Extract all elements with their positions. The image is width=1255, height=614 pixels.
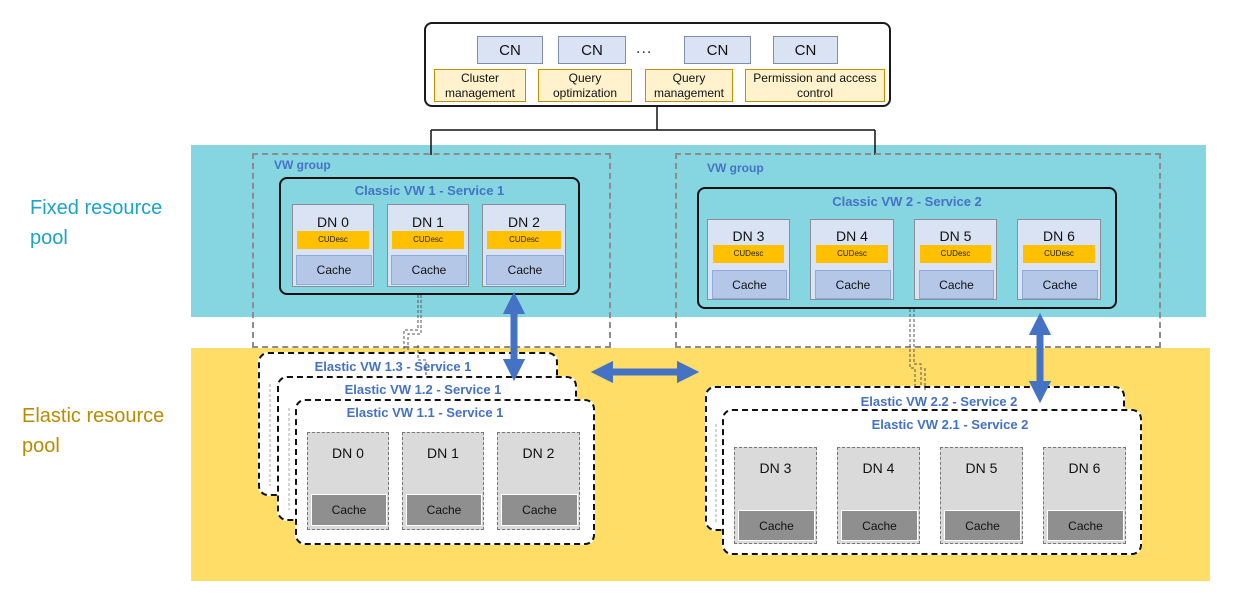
- dn-label: DN 2: [522, 445, 555, 461]
- cache-block: Cache: [919, 270, 994, 299]
- cn-node: CN: [773, 36, 838, 64]
- classic-dn-node: DN 5 CUDesc Cache: [914, 219, 997, 300]
- stack-edges: [269, 384, 717, 522]
- elastic-pool-label: Elastic resource pool: [22, 405, 165, 457]
- elastic-dn-node: DN 4 Cache: [837, 447, 920, 544]
- elastic-dn-node: DN 0 Cache: [307, 432, 389, 530]
- dn-label: DN 4: [836, 228, 868, 244]
- classic-dn-node: DN 6 CUDesc Cache: [1017, 219, 1101, 300]
- vw-group-left: [252, 153, 611, 348]
- elastic-dn-node: DN 5 Cache: [940, 447, 1023, 544]
- cache-block: Cache: [501, 494, 578, 526]
- elastic-dn-node: DN 2 Cache: [497, 432, 580, 530]
- dn-label: DN 3: [732, 228, 765, 244]
- function-permission-access-control: Permission and access control: [745, 69, 885, 102]
- elastic-dn-node: DN 3 Cache: [734, 447, 817, 544]
- fixed-pool-label: Fixed resource pool: [30, 197, 163, 249]
- cache-block: Cache: [815, 270, 891, 299]
- cache-block: Cache: [391, 255, 467, 285]
- classic-dn-node: DN 1 CUDesc Cache: [387, 204, 469, 287]
- cache-block: Cache: [1047, 510, 1124, 541]
- classic-vw-2: [697, 187, 1117, 309]
- cudesc-block: CUDesc: [1023, 245, 1095, 263]
- dn-label: DN 1: [412, 214, 444, 230]
- cache-block: Cache: [841, 510, 918, 541]
- cudesc-block: CUDesc: [816, 245, 888, 263]
- cn-node: CN: [558, 36, 626, 64]
- cudesc-block: CUDesc: [713, 245, 784, 263]
- cache-block: Cache: [738, 510, 815, 541]
- classic-dn-node: DN 2 CUDesc Cache: [482, 204, 566, 287]
- dn-label: DN 3: [759, 460, 792, 476]
- dn-label: DN 1: [427, 445, 459, 461]
- function-query-management: Query management: [645, 69, 733, 102]
- function-cluster-management: Cluster management: [434, 69, 526, 102]
- cache-block: Cache: [944, 510, 1021, 541]
- cache-block: Cache: [406, 494, 482, 526]
- elastic-vw-2-1-title: Elastic VW 2.1 - Service 2: [871, 417, 1029, 432]
- dn-label: DN 0: [317, 214, 349, 230]
- dashed-connector-right: [909, 309, 926, 390]
- cudesc-block: CUDesc: [297, 231, 369, 249]
- cn-node: CN: [684, 36, 751, 64]
- dn-label: DN 6: [1043, 228, 1075, 244]
- elastic-vw-1-2-title: Elastic VW 1.2 - Service 1: [344, 382, 502, 397]
- vw-group-right: [675, 153, 1161, 348]
- classic-vw-2-title: Classic VW 2 - Service 2: [832, 194, 982, 209]
- dashed-connector-left: [403, 295, 427, 376]
- cache-block: Cache: [1022, 270, 1098, 299]
- cudesc-block: CUDesc: [392, 231, 464, 249]
- dn-label: DN 4: [862, 460, 895, 476]
- classic-dn-node: DN 4 CUDesc Cache: [810, 219, 894, 300]
- function-query-optimization: Query optimization: [538, 69, 632, 102]
- dn-label: DN 5: [939, 228, 972, 244]
- elastic-dn-node: DN 1 Cache: [402, 432, 484, 530]
- dn-label: DN 0: [332, 445, 364, 461]
- elastic-vw-2-2-title: Elastic VW 2.2 - Service 2: [860, 394, 1018, 409]
- elastic-vw-1-3-title: Elastic VW 1.3 - Service 1: [314, 359, 472, 374]
- cache-block: Cache: [712, 270, 787, 299]
- classic-dn-node: DN 0 CUDesc Cache: [292, 204, 374, 287]
- cn-node: CN: [477, 36, 543, 64]
- cudesc-block: CUDesc: [920, 245, 991, 263]
- dn-label: DN 6: [1068, 460, 1101, 476]
- vw-group-left-label: VW group: [274, 158, 331, 172]
- classic-vw-1: [279, 177, 580, 295]
- vw-group-right-label: VW group: [707, 161, 764, 175]
- cudesc-block: CUDesc: [487, 231, 561, 249]
- cache-block: Cache: [296, 255, 372, 285]
- elastic-dn-node: DN 6 Cache: [1043, 447, 1126, 544]
- dn-label: DN 2: [508, 214, 540, 230]
- elastic-vw-1-1-title: Elastic VW 1.1 - Service 1: [346, 405, 504, 420]
- cn-ellipsis: ...: [636, 40, 653, 57]
- dn-label: DN 5: [965, 460, 998, 476]
- classic-dn-node: DN 3 CUDesc Cache: [707, 219, 790, 300]
- cache-block: Cache: [311, 494, 387, 526]
- classic-vw-1-title: Classic VW 1 - Service 1: [354, 183, 505, 198]
- cache-block: Cache: [486, 255, 564, 285]
